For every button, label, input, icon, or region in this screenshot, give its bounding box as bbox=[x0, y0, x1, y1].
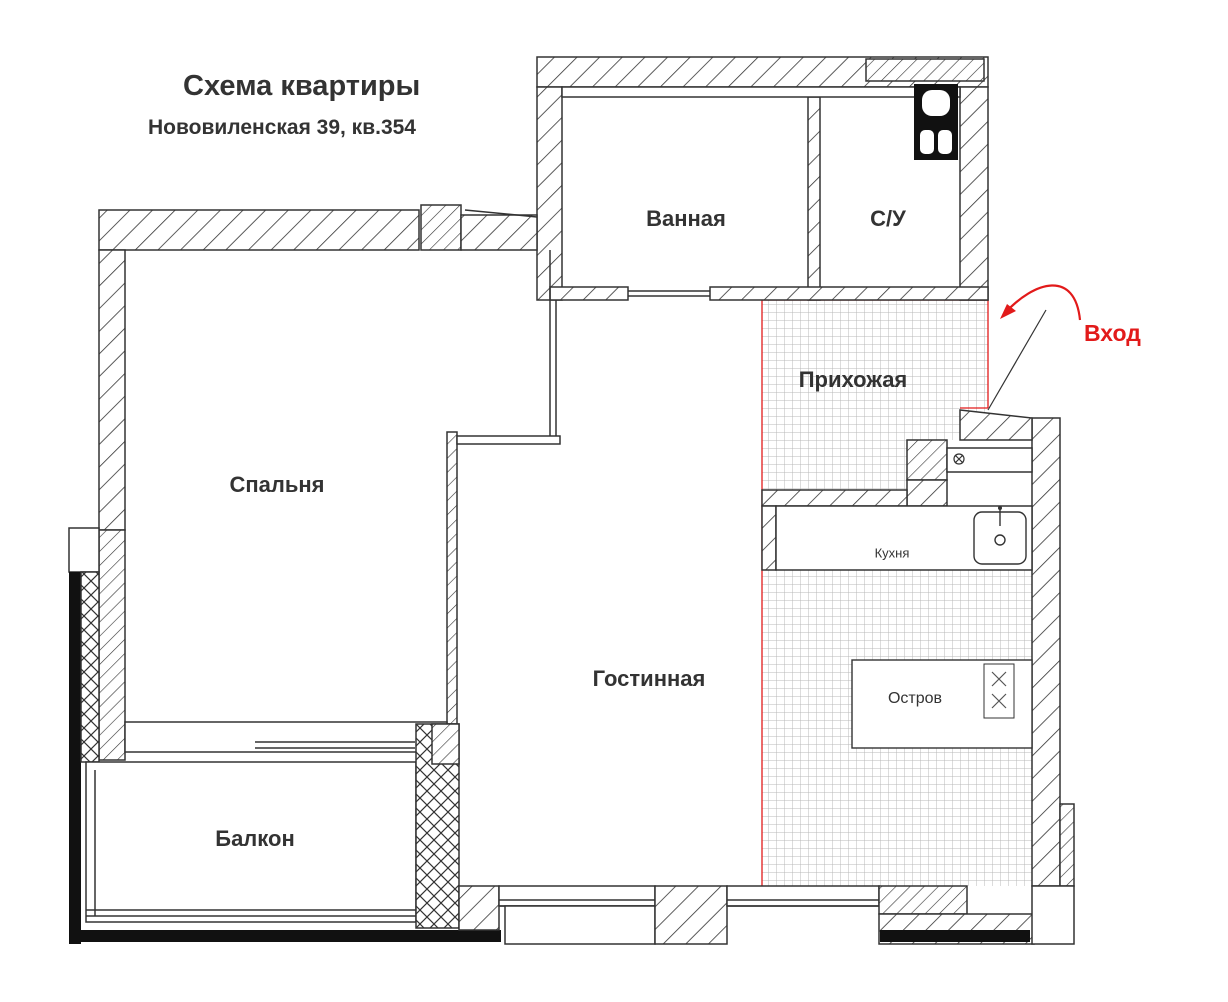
room-label-balcony: Балкон bbox=[215, 826, 295, 851]
room-label-island: Остров bbox=[887, 690, 943, 707]
room-label-hallway: Прихожая bbox=[798, 367, 908, 392]
gas-valve-icon bbox=[953, 453, 965, 465]
walls bbox=[68, 56, 1075, 945]
toilet-icon bbox=[914, 84, 958, 160]
room-label-living: Гостинная bbox=[592, 666, 706, 691]
plan-title: Схема квартиры bbox=[183, 70, 421, 102]
room-label-bedroom: Спальня bbox=[229, 472, 325, 497]
room-label-bathroom: Ванная bbox=[646, 206, 726, 231]
entrance-label: Вход bbox=[1084, 320, 1141, 346]
sink-icon bbox=[973, 506, 1027, 565]
cooktop-icon bbox=[991, 671, 1007, 709]
plan-address: Нововиленская 39, кв.354 bbox=[148, 116, 416, 139]
entrance-arrow bbox=[987, 284, 1082, 411]
room-label-wc: С/У bbox=[870, 206, 906, 231]
room-label-kitchen: Кухня bbox=[874, 545, 910, 561]
